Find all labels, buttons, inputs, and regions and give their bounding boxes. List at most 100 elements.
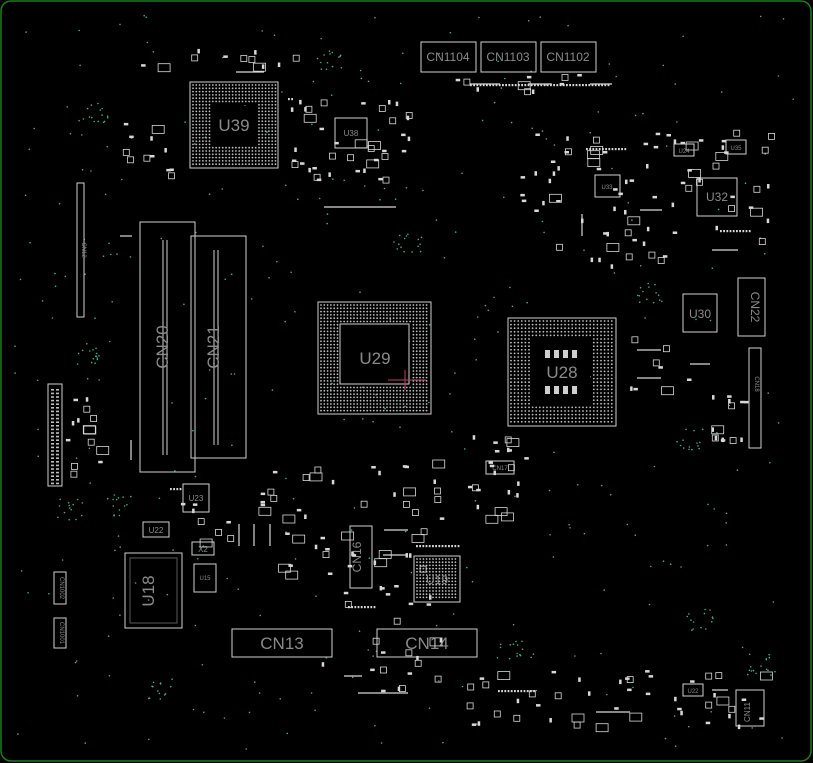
array-pad (589, 148, 591, 151)
bga-ball (211, 156, 214, 159)
bga-ball (520, 363, 523, 366)
via (157, 690, 159, 692)
connector-cn12[interactable]: CN12 (76, 182, 86, 318)
connector-cn18[interactable]: CN18 (748, 347, 762, 449)
connector-cn11[interactable]: CN11 (735, 689, 765, 727)
bga-ball (419, 376, 421, 379)
smd-pad (169, 168, 174, 171)
slot-cn20[interactable]: CN20 (139, 221, 196, 473)
connector-cn22[interactable]: CN22 (737, 277, 766, 337)
bga-ball (405, 389, 408, 392)
connector-cn1102[interactable]: CN1102 (540, 41, 597, 73)
smd-pad (471, 723, 477, 726)
slot-cn21[interactable]: CN21 (190, 235, 247, 459)
bga-ball (415, 406, 418, 409)
via (192, 429, 194, 432)
bga-ball (376, 409, 378, 412)
bga-ball (271, 140, 274, 143)
bga-ball (435, 564, 438, 567)
bga-ball (336, 386, 339, 389)
via (466, 566, 468, 569)
connector-cn14[interactable]: CN14 (376, 628, 478, 658)
chip-u33[interactable]: U33 (594, 174, 621, 198)
chip-u15[interactable]: U15 (193, 563, 217, 593)
bga-ball (435, 558, 438, 560)
smd-pad (180, 502, 186, 506)
bga-ball (415, 314, 418, 316)
bga-ball (432, 564, 434, 567)
chip-u18[interactable]: U18 (124, 552, 183, 629)
bga-ball (382, 386, 385, 389)
via (634, 534, 637, 536)
chip-u30[interactable]: U30 (682, 293, 718, 333)
bga-ball (416, 567, 418, 570)
bga-ball (326, 320, 329, 323)
bga-ball (589, 413, 592, 416)
bga-ball (524, 330, 527, 333)
chip-u38[interactable]: U38 (334, 117, 368, 149)
small-component (270, 494, 278, 502)
smd-pad (672, 231, 678, 234)
smd-pad (416, 655, 419, 661)
connector-cn1103[interactable]: CN1103 (480, 41, 537, 73)
bga-ball (607, 399, 610, 402)
small-ic (354, 139, 368, 149)
via (194, 475, 197, 478)
via (48, 593, 50, 595)
bga-ball (320, 314, 322, 316)
bga-ball (333, 310, 336, 313)
bga-ball (326, 353, 329, 356)
chip-u35[interactable]: U35 (725, 139, 747, 155)
via (526, 301, 528, 304)
via (669, 563, 672, 565)
bga-ball (578, 320, 581, 322)
smd-pad (407, 672, 413, 675)
bga-ball (419, 310, 421, 313)
bga-ball (549, 417, 552, 420)
crystal-x2[interactable]: X2 (191, 541, 215, 556)
header-left[interactable] (47, 383, 63, 487)
bga-ball (198, 123, 201, 126)
bga-ball (578, 327, 581, 330)
via (88, 116, 91, 118)
bga-ball (356, 310, 359, 313)
chip-u23[interactable]: U23 (182, 483, 210, 513)
chip-u19[interactable]: U19 (413, 555, 461, 603)
bga-ball (425, 386, 428, 389)
chip-u39[interactable]: U39 (189, 81, 279, 169)
via (589, 131, 592, 134)
chip-u22-lower[interactable]: U22 (682, 683, 704, 697)
bga-ball (399, 406, 402, 409)
connector-cn1002[interactable]: CN1002 (53, 571, 67, 605)
bga-ball (202, 136, 204, 139)
bga-ball (415, 360, 418, 362)
bga-ball (419, 399, 421, 402)
bga-ball (195, 100, 198, 103)
small-ic (595, 723, 609, 733)
bga-ball (589, 320, 592, 322)
bga-ball (366, 307, 369, 310)
chip-u22[interactable]: U22 (142, 521, 170, 538)
connector-cn13[interactable]: CN13 (231, 628, 333, 658)
smd-pad (618, 192, 623, 196)
bga-ball (422, 340, 425, 343)
bga-ball (356, 403, 359, 405)
bga-ball (192, 120, 194, 123)
chip-u28[interactable]: U28 (507, 317, 617, 427)
bga-ball (330, 403, 332, 405)
header-pin (51, 403, 54, 405)
connector-cn1104[interactable]: CN1104 (420, 41, 477, 73)
bga-ball (320, 347, 322, 349)
connector-cn16[interactable]: CN16 (349, 525, 373, 589)
connector-cn1001[interactable]: CN1001 (53, 617, 67, 649)
bga-ball (441, 570, 444, 573)
bga-ball (553, 420, 556, 423)
bga-ball (330, 363, 332, 366)
smd-pad (192, 503, 198, 506)
array-pad (543, 84, 546, 87)
chip-u29[interactable]: U29 (317, 301, 432, 415)
chip-u32[interactable]: U32 (696, 177, 738, 217)
bga-ball (422, 370, 425, 372)
bga-ball (323, 310, 326, 313)
bga-ball (415, 307, 418, 310)
